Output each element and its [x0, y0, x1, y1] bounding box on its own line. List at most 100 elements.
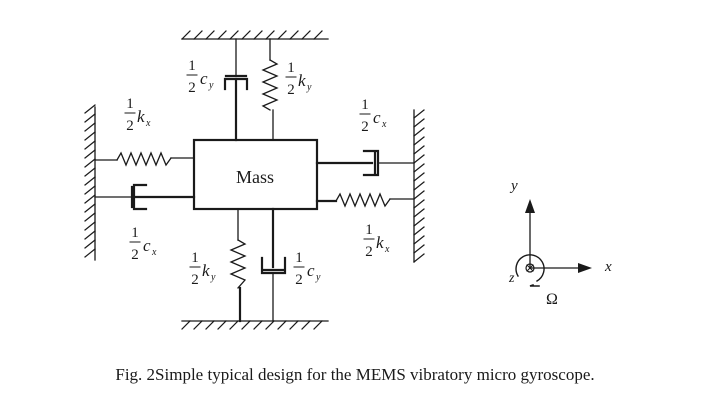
- denominator: 2: [365, 244, 373, 260]
- right-damper: [315, 149, 415, 177]
- hatch-mark: [84, 185, 96, 195]
- hatch-mark: [413, 244, 425, 254]
- right-wall: [413, 109, 425, 263]
- numerator: 1: [365, 222, 373, 238]
- hatch-mark: [241, 30, 251, 40]
- x-axis-label: x: [604, 259, 612, 275]
- symbol: k: [202, 261, 210, 280]
- subscript: y: [210, 272, 216, 283]
- hatch-mark: [84, 230, 96, 240]
- subscript: y: [315, 272, 321, 283]
- label-left-spring: 1 2 k x: [124, 96, 151, 134]
- denominator: 2: [287, 82, 295, 98]
- subscript: y: [306, 82, 312, 93]
- hatch-mark: [84, 248, 96, 258]
- hatch-mark: [253, 30, 263, 40]
- hatch-mark: [301, 320, 311, 330]
- hatch-mark: [193, 30, 203, 40]
- hatch-mark: [84, 167, 96, 177]
- left-spring: [94, 151, 195, 167]
- top-damper: [223, 38, 249, 142]
- hatch-mark: [413, 136, 425, 146]
- numerator: 1: [131, 225, 139, 241]
- hatch-mark: [84, 203, 96, 213]
- numerator: 1: [295, 250, 303, 266]
- subscript: x: [151, 247, 157, 258]
- hatch-mark: [84, 122, 96, 132]
- x-arrow-icon: [578, 263, 592, 273]
- hatch-mark: [289, 320, 299, 330]
- numerator: 1: [287, 60, 295, 76]
- hatch-mark: [265, 320, 275, 330]
- label-right-spring: 1 2 k x: [363, 222, 390, 260]
- hatch-mark: [205, 320, 215, 330]
- hatch-mark: [413, 208, 425, 218]
- hatch-mark: [413, 199, 425, 209]
- z-axis-into-page-icon: [525, 263, 535, 273]
- symbol: k: [137, 107, 145, 126]
- hatch-mark: [413, 109, 425, 119]
- subscript: x: [145, 118, 151, 129]
- z-axis-label: z: [508, 271, 515, 286]
- hatch-mark: [413, 226, 425, 236]
- hatch-mark: [313, 30, 323, 40]
- hatch-mark: [413, 253, 425, 263]
- figure-caption: Fig. 2Simple typical design for the MEMS…: [115, 365, 595, 384]
- bottom-ground: [181, 320, 329, 330]
- mass-block: [192, 138, 319, 211]
- denominator: 2: [126, 118, 134, 134]
- hatch-mark: [241, 320, 251, 330]
- hatch-mark: [84, 131, 96, 141]
- hatch-mark: [229, 30, 239, 40]
- denominator: 2: [131, 247, 139, 263]
- hatch-mark: [84, 221, 96, 231]
- hatch-mark: [265, 30, 275, 40]
- numerator: 1: [191, 250, 199, 266]
- hatch-mark: [84, 239, 96, 249]
- hatch-mark: [181, 30, 191, 40]
- y-arrow-icon: [525, 199, 535, 213]
- hatch-mark: [313, 320, 323, 330]
- hatch-mark: [301, 30, 311, 40]
- mass-label: Mass: [236, 167, 274, 187]
- hatch-mark: [84, 149, 96, 159]
- left-wall: [84, 104, 96, 261]
- label-right-damper: 1 2 c x: [359, 97, 387, 135]
- label-left-damper: 1 2 c x: [129, 225, 157, 263]
- hatch-mark: [193, 320, 203, 330]
- numerator: 1: [361, 97, 369, 113]
- numerator: 1: [126, 96, 134, 112]
- hatch-mark: [84, 158, 96, 168]
- denominator: 2: [188, 80, 196, 96]
- hatch-mark: [253, 320, 263, 330]
- hatch-mark: [413, 217, 425, 227]
- hatch-mark: [413, 118, 425, 128]
- hatch-mark: [413, 190, 425, 200]
- symbol: c: [373, 108, 381, 127]
- subscript: y: [208, 80, 214, 91]
- rotation-arc-icon: [515, 254, 545, 282]
- hatch-mark: [205, 30, 215, 40]
- symbol: c: [200, 69, 208, 88]
- hatch-mark: [84, 104, 96, 114]
- left-damper: [94, 183, 196, 211]
- denominator: 2: [295, 272, 303, 288]
- top-spring: [261, 38, 279, 141]
- hatch-mark: [413, 181, 425, 191]
- hatch-mark: [413, 163, 425, 173]
- denominator: 2: [191, 272, 199, 288]
- y-axis-label: y: [509, 178, 518, 194]
- subscript: x: [384, 244, 390, 255]
- coordinate-axes: y x z Ω: [508, 178, 612, 308]
- hatch-mark: [413, 154, 425, 164]
- hatch-mark: [413, 235, 425, 245]
- hatch-mark: [84, 212, 96, 222]
- hatch-mark: [84, 194, 96, 204]
- hatch-mark: [277, 320, 287, 330]
- hatch-mark: [84, 140, 96, 150]
- hatch-mark: [413, 172, 425, 182]
- bottom-damper: [260, 207, 287, 322]
- rotation-label: Ω: [546, 291, 558, 308]
- hatch-mark: [277, 30, 287, 40]
- hatch-mark: [413, 127, 425, 137]
